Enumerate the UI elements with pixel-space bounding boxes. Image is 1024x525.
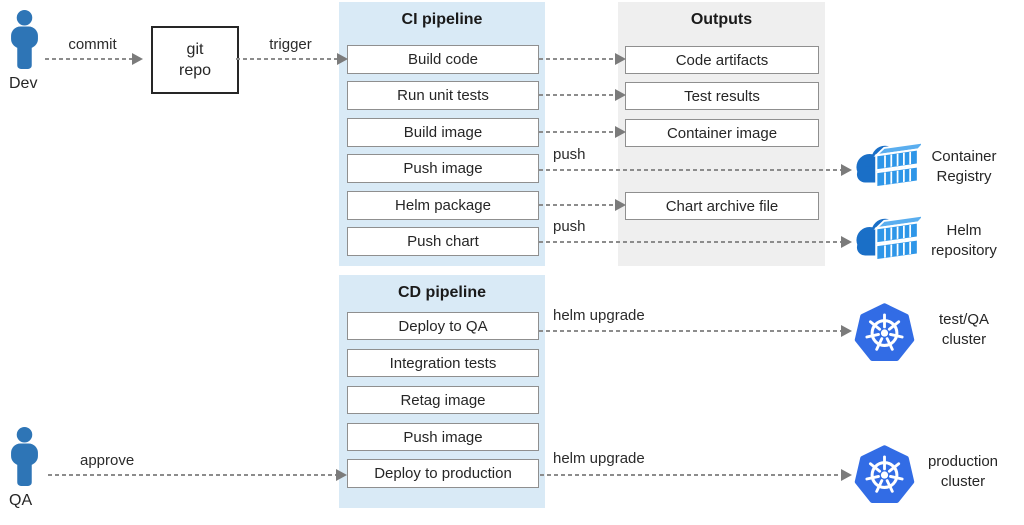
build-code-to-code-artifacts-arrow — [539, 53, 626, 65]
helm-upgrade-prod-arrow — [540, 469, 852, 481]
dev-actor: Dev — [8, 10, 54, 93]
cd-step-deploy-to-qa: Deploy to QA — [347, 312, 539, 340]
helm-upgrade-qa-arrow — [539, 325, 852, 337]
test-qa-cluster-line2: cluster — [941, 331, 987, 348]
approve-label: approve — [80, 452, 135, 469]
git-repo-label-line2: repo — [178, 62, 212, 79]
cd-step-push-image: Push image — [347, 423, 539, 451]
output-code-artifacts: Code artifacts — [625, 46, 819, 74]
container-registry-line2: Registry — [936, 168, 992, 185]
container-registry-icon — [855, 141, 921, 189]
production-cluster-line1: production — [927, 453, 999, 470]
ci-pipeline-title: CI pipeline — [401, 11, 483, 28]
push-image-label: push — [553, 146, 586, 163]
kubernetes-production-icon — [854, 445, 915, 506]
helm-repository-icon — [855, 214, 921, 262]
trigger-label: trigger — [269, 36, 312, 53]
dev-label: Dev — [9, 75, 38, 92]
ci-step-build-image: Build image — [347, 118, 539, 147]
container-registry-line1: Container — [931, 148, 997, 165]
push-chart-to-helm-repo-arrow — [539, 236, 852, 248]
unit-tests-to-test-results-arrow — [539, 89, 626, 101]
push-chart-label: push — [553, 218, 586, 235]
ci-step-build-code: Build code — [347, 45, 539, 74]
production-cluster-line2: cluster — [940, 473, 986, 490]
ci-step-push-chart: Push chart — [347, 227, 539, 256]
trigger-arrow — [236, 53, 348, 65]
output-test-results: Test results — [625, 82, 819, 110]
approve-arrow — [48, 469, 347, 481]
ci-step-push-image: Push image — [347, 154, 539, 183]
cd-step-integration-tests: Integration tests — [347, 349, 539, 377]
commit-arrow — [45, 53, 143, 65]
helm-repository-line2: repository — [931, 242, 997, 259]
person-icon — [11, 427, 38, 486]
commit-label: commit — [68, 36, 117, 53]
build-image-to-container-image-arrow — [539, 126, 626, 138]
helm-upgrade-prod-label: helm upgrade — [553, 450, 645, 467]
test-qa-cluster-line1: test/QA — [938, 311, 990, 328]
test-qa-cluster-label: test/QA cluster — [908, 310, 1020, 350]
helm-package-to-chart-archive-arrow — [539, 199, 626, 211]
helm-repository-label: Helm repository — [908, 221, 1020, 261]
output-chart-archive-file: Chart archive file — [625, 192, 819, 220]
ci-step-helm-package: Helm package — [347, 191, 539, 220]
qa-label: QA — [9, 492, 33, 509]
git-repo-label-line1: git — [186, 41, 204, 58]
ci-step-run-unit-tests: Run unit tests — [347, 81, 539, 110]
kubernetes-test-qa-icon — [854, 303, 915, 364]
git-repo-box: git repo — [151, 26, 239, 94]
production-cluster-label: production cluster — [904, 452, 1022, 492]
cd-step-retag-image: Retag image — [347, 386, 539, 414]
container-registry-label: Container Registry — [908, 147, 1020, 187]
helm-repository-line1: Helm — [946, 222, 982, 239]
cd-pipeline-title: CD pipeline — [397, 284, 486, 301]
outputs-title: Outputs — [690, 11, 753, 28]
person-icon — [11, 10, 38, 69]
push-image-to-registry-arrow — [539, 164, 852, 176]
helm-upgrade-qa-label: helm upgrade — [553, 307, 645, 324]
output-container-image: Container image — [625, 119, 819, 147]
cd-step-deploy-to-production: Deploy to production — [347, 459, 539, 488]
qa-actor: QA — [8, 427, 54, 510]
